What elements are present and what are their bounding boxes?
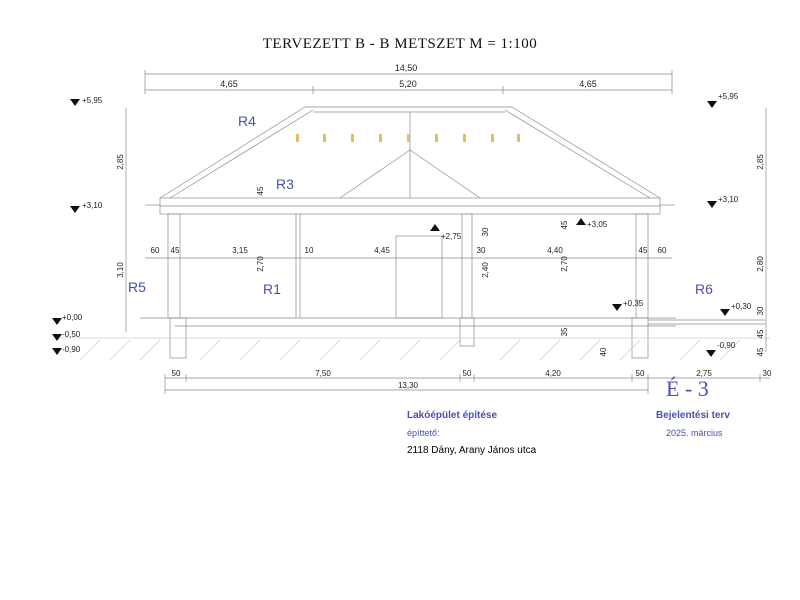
dim-inner-h: 45 [639, 246, 648, 255]
dim-inner-i: 60 [658, 246, 667, 255]
dim-inner-b: 45 [171, 246, 180, 255]
ground-hatch [60, 337, 770, 361]
level-marker-left-090 [52, 348, 62, 355]
vdim-45b: 45 [560, 220, 569, 229]
dim-bot-4: 4,20 [545, 369, 561, 378]
dim-inner-e: 4,45 [374, 246, 390, 255]
dim-inner-a: 60 [151, 246, 160, 255]
roof-right-slope [504, 109, 651, 199]
level-marker-right-090 [706, 350, 716, 357]
level-marker-right-595 [707, 101, 717, 108]
level-marker-left-050 [52, 334, 62, 341]
layer-r1: R1 [263, 281, 281, 297]
layer-r5: R5 [128, 279, 146, 295]
dim-bot-7: 30 [763, 369, 772, 378]
vdim-right-45a: 45 [756, 329, 765, 338]
dim-inner-d: 10 [305, 246, 314, 255]
rafter-marks [296, 134, 520, 142]
dim-bot-2: 7,50 [315, 369, 331, 378]
vdim-right-45b: 45 [756, 347, 765, 356]
vdim-45a: 45 [256, 186, 265, 195]
dim-top-left: 4,65 [220, 79, 238, 89]
vdim-right-30: 30 [756, 306, 765, 315]
level-left-000: +0,00 [62, 313, 83, 322]
level-marker-left-595 [70, 99, 80, 106]
dim-top-right: 4,65 [579, 79, 597, 89]
vdim-270a: 2,70 [256, 256, 265, 272]
dim-top-total: 14,50 [395, 63, 418, 73]
level-left-050: -0,50 [62, 330, 81, 339]
level-marker-center-275 [430, 224, 440, 231]
level-left-090: -0,90 [62, 345, 81, 354]
dim-bot-5: 50 [636, 369, 645, 378]
vdim-30: 30 [481, 227, 490, 236]
level-marker-right-310 [707, 201, 717, 208]
wall-left [167, 213, 181, 319]
address: 2118 Dány, Arany János utca [407, 445, 537, 456]
layer-r3: R3 [276, 176, 294, 192]
level-marker-right-030 [720, 309, 730, 316]
wall-mid [461, 213, 473, 319]
vdim-270b: 2,70 [560, 256, 569, 272]
level-marker-left-000 [52, 318, 62, 325]
level-right-310: +3,10 [718, 195, 739, 204]
vdim-35: 35 [560, 327, 569, 336]
vdim-right-wall: 2,80 [756, 256, 765, 272]
vdim-40: 40 [599, 347, 608, 356]
level-left-310: +3,10 [82, 201, 103, 210]
level-right-035: +0,35 [623, 299, 644, 308]
vdim-left-roof: 2,85 [116, 154, 125, 170]
layer-r4: R4 [238, 113, 256, 129]
sheet-number: É - 3 [666, 376, 709, 401]
dim-inner-c: 3,15 [232, 246, 248, 255]
plan-type: Bejelentési terv [656, 410, 730, 421]
dim-bot-6: 2,75 [696, 369, 712, 378]
drawing-title: TERVEZETT B - B METSZET M = 1:100 [262, 36, 538, 52]
dim-bot-3: 50 [463, 369, 472, 378]
vdim-right-roof: 2,85 [756, 154, 765, 170]
client-label: építtető: [407, 428, 440, 438]
level-left-595: +5,95 [82, 96, 103, 105]
foundation-mid [459, 317, 475, 347]
dim-bot-total: 13,30 [398, 381, 419, 390]
level-marker-right-035 [612, 304, 622, 311]
level-center-275: +2,75 [441, 232, 462, 241]
plan-date: 2025. március [666, 428, 723, 438]
door-opening [395, 235, 443, 319]
roof-left-slope [169, 109, 314, 199]
layer-r6: R6 [695, 281, 713, 297]
vdim-240: 2,40 [481, 262, 490, 278]
vdim-left-wall: 3,10 [116, 262, 125, 278]
dim-inner-f: 30 [477, 246, 486, 255]
level-right-030: +0,30 [731, 302, 752, 311]
level-marker-center-305 [576, 218, 586, 225]
dim-top-mid: 5,20 [399, 79, 417, 89]
level-marker-left-310 [70, 206, 80, 213]
level-right-090: -0,90 [717, 341, 736, 350]
dim-bot-1: 50 [172, 369, 181, 378]
level-right-595: +5,95 [718, 92, 739, 101]
project-name: Lakóépület építése [407, 410, 498, 421]
dim-inner-g: 4,40 [547, 246, 563, 255]
level-center-305: +3,05 [587, 220, 608, 229]
